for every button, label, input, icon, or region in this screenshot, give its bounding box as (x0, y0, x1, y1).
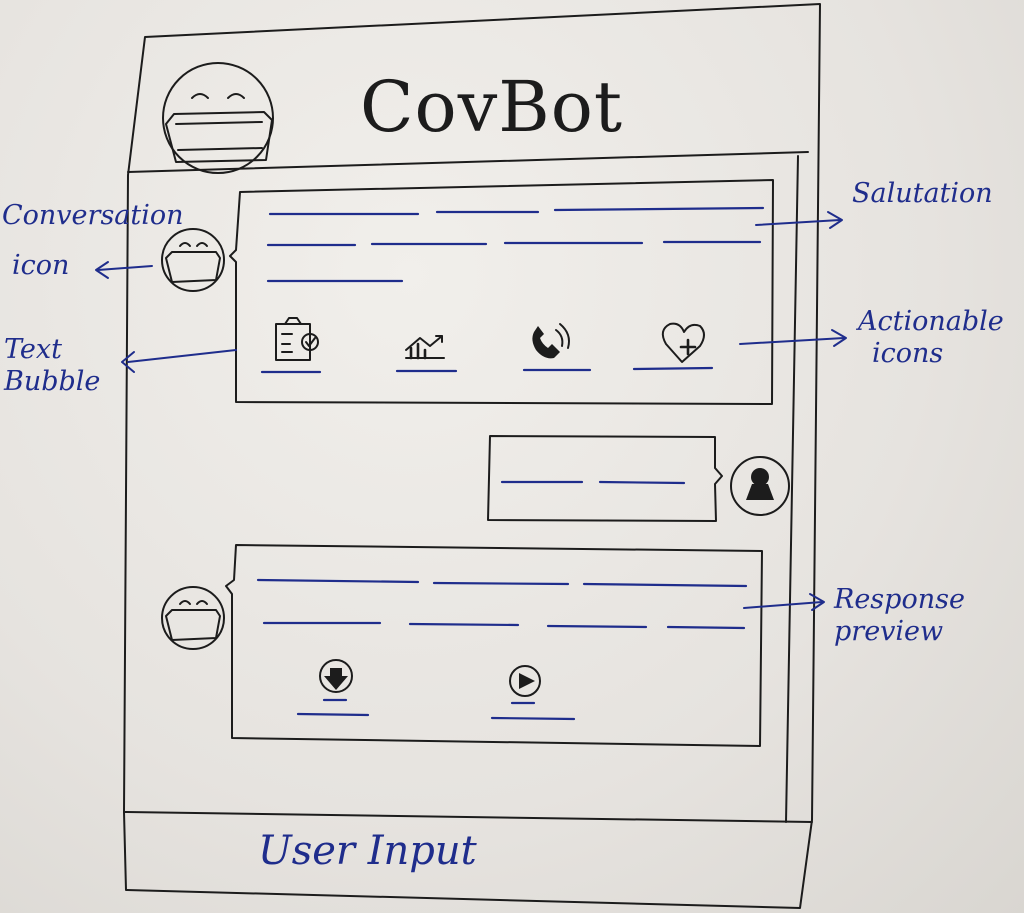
user-message-bubble (487, 435, 723, 522)
user-avatar-icon (730, 456, 790, 516)
arrow-response-preview (743, 593, 825, 611)
response-placeholder-lines (256, 578, 748, 630)
salutation-placeholder-lines (266, 206, 765, 283)
header-divider (127, 151, 809, 173)
arrow-text-bubble (121, 349, 237, 373)
header-bot-avatar-icon (162, 62, 274, 174)
app-title: CovBot (360, 66, 623, 148)
annotation-text-bubble: Text Bubble (4, 334, 101, 397)
play-icon (509, 665, 541, 697)
response-preview-bubble (225, 544, 763, 747)
stats-chart-icon (405, 335, 445, 360)
annotation-response-preview: Response preview (834, 584, 965, 647)
checklist-icon (275, 317, 319, 361)
text-bubble-salutation (229, 179, 774, 405)
annotation-actionable-icons: Actionable icons (858, 306, 1004, 369)
annotation-conversation: Conversation icon (2, 200, 184, 281)
response-bot-icon (161, 586, 225, 650)
heart-plus-icon (661, 322, 705, 363)
input-bar-divider (123, 811, 813, 823)
phone-frame (123, 3, 821, 909)
annotation-salutation: Salutation (852, 178, 993, 209)
arrow-salutation (755, 211, 843, 229)
user-input-field[interactable]: User Input (258, 828, 477, 874)
arrow-conversation-icon (95, 261, 153, 279)
phone-call-icon (532, 323, 570, 359)
download-icon (319, 659, 353, 693)
arrow-actionable-icons (739, 329, 847, 347)
conversation-bot-icon (161, 228, 225, 292)
scrollbar-track (785, 155, 799, 823)
